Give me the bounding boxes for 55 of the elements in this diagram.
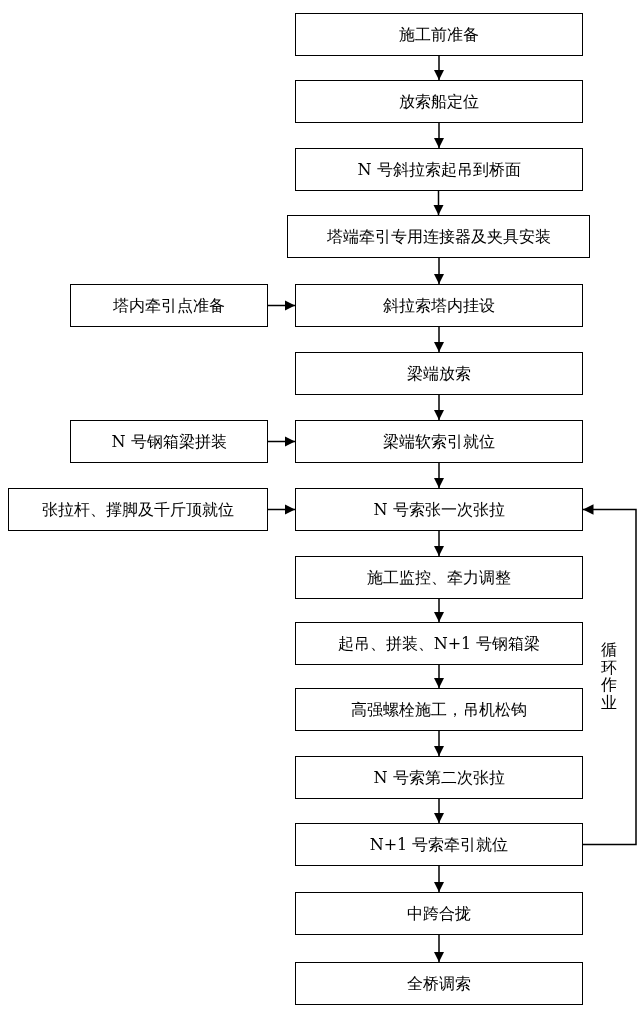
arrow: [433, 934, 445, 963]
process-box: [8, 488, 268, 531]
process-box: [295, 352, 583, 395]
process-box: [295, 488, 583, 531]
arrow: [433, 190, 444, 216]
step-text: 塔内牵引点准备: [113, 295, 225, 316]
step-text: 施工监控、牵力调整: [367, 567, 511, 588]
step-text: 梁端软索引就位: [383, 431, 495, 452]
arrow: [433, 598, 445, 623]
process-box: [70, 420, 268, 463]
edge-label: 循环作业: [601, 641, 617, 712]
step-text: 全桥调索: [407, 973, 471, 994]
step-text: 放索船定位: [399, 91, 479, 112]
process-box: [287, 215, 590, 258]
step-text: 张拉杆、撑脚及千斤顶就位: [42, 499, 234, 520]
step-text: N+1 号索牵引就位: [369, 834, 509, 855]
step-text: N 号索张一次张拉: [373, 499, 505, 520]
process-box: [295, 420, 583, 463]
arrow: [433, 462, 445, 489]
step-text: 高强螺栓施工，吊机松钩: [351, 699, 527, 720]
arrow: [433, 730, 445, 757]
arrow: [433, 122, 445, 149]
step-text: 斜拉索塔内挂设: [383, 295, 495, 316]
process-box: [295, 284, 583, 327]
process-box: [295, 756, 583, 799]
process-box: [295, 892, 583, 935]
arrow: [433, 394, 445, 421]
step-text: N 号斜拉索起吊到桥面: [357, 159, 521, 180]
arrow: [433, 530, 445, 557]
arrow: [582, 504, 637, 846]
arrow: [433, 798, 445, 824]
process-box: [295, 962, 583, 1005]
step-text: N 号钢箱梁拼装: [111, 431, 227, 452]
process-box: [295, 688, 583, 731]
process-box: [295, 80, 583, 123]
arrow: [433, 55, 445, 81]
process-box: [295, 148, 583, 191]
step-text: 施工前准备: [399, 24, 479, 45]
arrow: [267, 504, 296, 515]
arrow: [267, 300, 296, 311]
process-box: [295, 622, 583, 665]
step-text: 梁端放索: [407, 363, 471, 384]
arrow: [433, 664, 445, 689]
step-text: 中跨合拢: [407, 903, 471, 924]
process-box: [295, 556, 583, 599]
step-text: N 号索第二次张拉: [373, 767, 505, 788]
arrow: [433, 326, 445, 353]
process-box: [295, 823, 583, 866]
process-box: [295, 13, 583, 56]
arrow: [267, 436, 296, 447]
arrow: [433, 865, 445, 893]
arrow: [433, 257, 445, 285]
process-box: [70, 284, 268, 327]
step-text: 塔端牵引专用连接器及夹具安装: [326, 226, 551, 247]
step-text: 起吊、拼装、N+1 号钢箱梁: [337, 633, 541, 654]
